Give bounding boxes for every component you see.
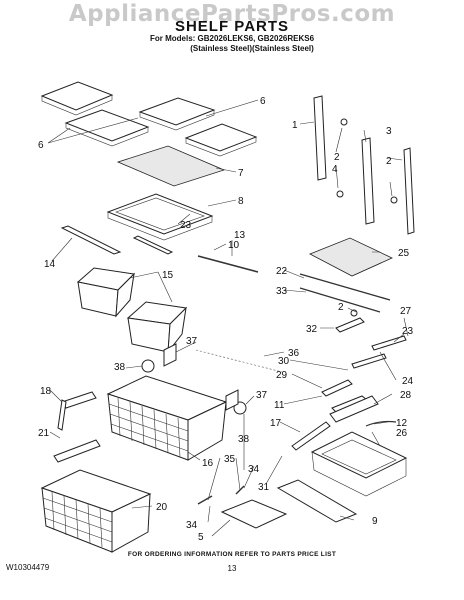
rod-drawing — [197, 255, 259, 273]
variants-line: (Stainless Steel)(Stainless Steel) — [190, 44, 314, 53]
callout-label: 27 — [400, 306, 412, 317]
callout-label: 16 — [202, 458, 214, 469]
callout-label: 13 — [234, 230, 246, 241]
callout-label: 32 — [306, 324, 318, 335]
callout-label: 10 — [228, 240, 240, 251]
callout-label: 14 — [44, 259, 56, 270]
callout-label: 21 — [38, 428, 50, 439]
document-number: W10304479 — [6, 563, 50, 572]
page-number: 13 — [227, 564, 237, 573]
callout-label: 8 — [238, 196, 244, 207]
watermark-text: AppliancePartsPros.com — [68, 1, 396, 27]
glass-shelf-drawing — [116, 145, 226, 187]
callout-label: 17 — [270, 418, 282, 429]
callout-label: 5 — [198, 532, 204, 543]
callout-label: 31 — [258, 482, 270, 493]
callout-label: 11 — [274, 400, 285, 411]
callout-label: 28 — [400, 390, 412, 401]
callout-label: 2 — [386, 156, 392, 167]
callout-labels: 1 2 3 2 4 6 6 7 8 23 10 13 25 14 15 22 3… — [38, 96, 414, 543]
callout-label: 4 — [332, 164, 338, 175]
callout-label: 25 — [398, 248, 410, 259]
leader-lines — [47, 99, 409, 537]
callout-label: 1 — [292, 120, 298, 131]
basket-drawing — [106, 375, 228, 461]
callout-label: 22 — [276, 266, 288, 277]
ordering-note: FOR ORDERING INFORMATION REFER TO PARTS … — [127, 551, 337, 558]
callout-label: 38 — [238, 434, 250, 445]
callout-label: 3 — [386, 126, 392, 137]
trim-strip-drawing — [60, 225, 122, 255]
shelf-drawing — [40, 81, 258, 157]
callout-label: 24 — [402, 376, 414, 387]
callout-label: 37 — [186, 336, 198, 347]
callout-label: 6 — [38, 140, 44, 151]
callout-label: 2 — [338, 302, 344, 313]
callout-label: 36 — [288, 348, 300, 359]
callout-label: 34 — [186, 520, 198, 531]
page-title: SHELF PARTS — [174, 18, 290, 35]
callout-label: 6 — [260, 96, 266, 107]
callout-label: 15 — [162, 270, 174, 281]
callout-label: 34 — [248, 464, 260, 475]
callout-label: 23 — [180, 220, 192, 231]
glass-shelf-right-drawing — [309, 237, 393, 277]
rail-drawing — [313, 95, 415, 235]
callout-label: 2 — [334, 152, 340, 163]
callout-label: 30 — [278, 356, 290, 367]
small-strip-drawing — [132, 235, 174, 255]
callout-label: 23 — [402, 326, 414, 337]
shelf-frame-drawing — [106, 193, 214, 241]
callout-label: 37 — [256, 390, 268, 401]
bin-drawing — [76, 267, 188, 354]
callout-label: 7 — [238, 168, 244, 179]
callout-label: 20 — [156, 502, 168, 513]
callout-label: 12 — [396, 418, 408, 429]
callout-label: 33 — [276, 286, 288, 297]
basket-lower-drawing — [40, 469, 152, 553]
callout-label: 26 — [396, 428, 408, 439]
model-info: For Models: GB2026LEKS6, GB2026REKS6 (St… — [0, 34, 464, 54]
bracket-drawing — [335, 317, 365, 333]
callout-label: 9 — [372, 516, 378, 527]
callout-label: 29 — [276, 370, 288, 381]
callout-label: 35 — [224, 454, 236, 465]
tray-drawing — [310, 431, 408, 497]
models-line: For Models: GB2026LEKS6, GB2026REKS6 — [149, 34, 315, 43]
callout-label: 18 — [40, 386, 52, 397]
callout-label: 38 — [114, 362, 126, 373]
